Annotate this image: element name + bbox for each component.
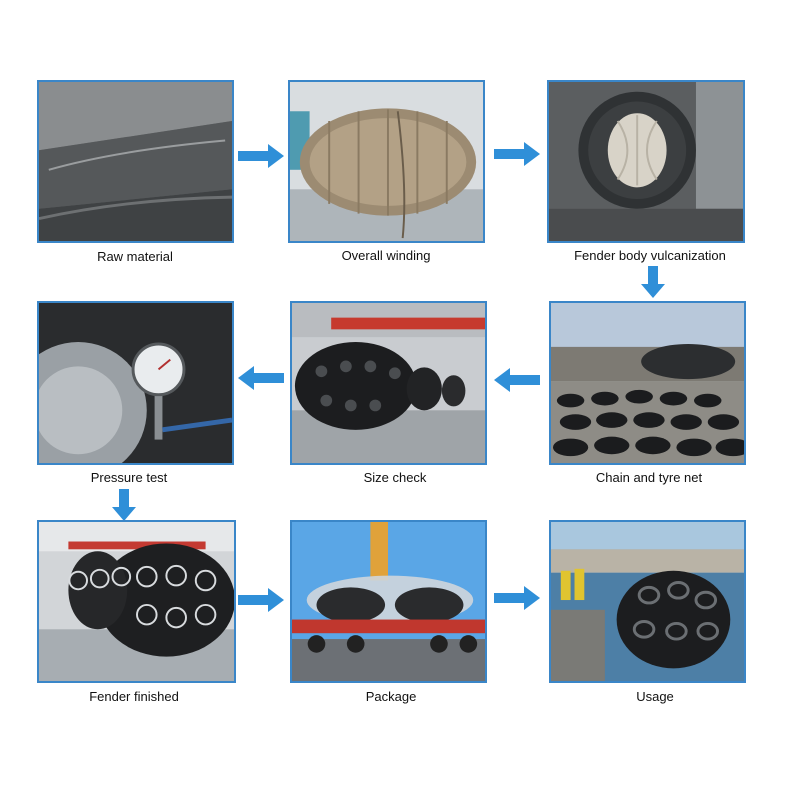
size-check-photo	[290, 301, 487, 465]
usage-photo	[549, 520, 746, 683]
step-label: Usage	[636, 689, 674, 704]
arrow-right-icon	[238, 588, 284, 612]
fender-finished-photo	[37, 520, 236, 683]
arrow-right-icon	[494, 142, 540, 166]
overall-winding-photo	[288, 80, 485, 243]
arrow-down-icon	[112, 489, 136, 521]
step-label: Fender finished	[89, 689, 179, 704]
step-label: Fender body vulcanization	[574, 248, 726, 263]
vulcanization-photo	[547, 80, 745, 243]
step-label: Pressure test	[90, 470, 168, 485]
arrow-left-icon	[238, 366, 284, 390]
raw-material-photo	[37, 80, 234, 243]
step-label: Size check	[363, 470, 427, 485]
pressure-test-photo	[37, 301, 234, 465]
arrow-right-icon	[494, 586, 540, 610]
arrow-right-icon	[238, 144, 284, 168]
step-label: Overall winding	[341, 248, 431, 263]
arrow-left-icon	[494, 368, 540, 392]
chain-tyre-net-photo	[549, 301, 746, 465]
package-photo	[290, 520, 487, 683]
step-label: Chain and tyre net	[595, 470, 703, 485]
step-label: Raw material	[97, 249, 173, 264]
arrow-down-icon	[641, 266, 665, 298]
step-label: Package	[365, 689, 417, 704]
